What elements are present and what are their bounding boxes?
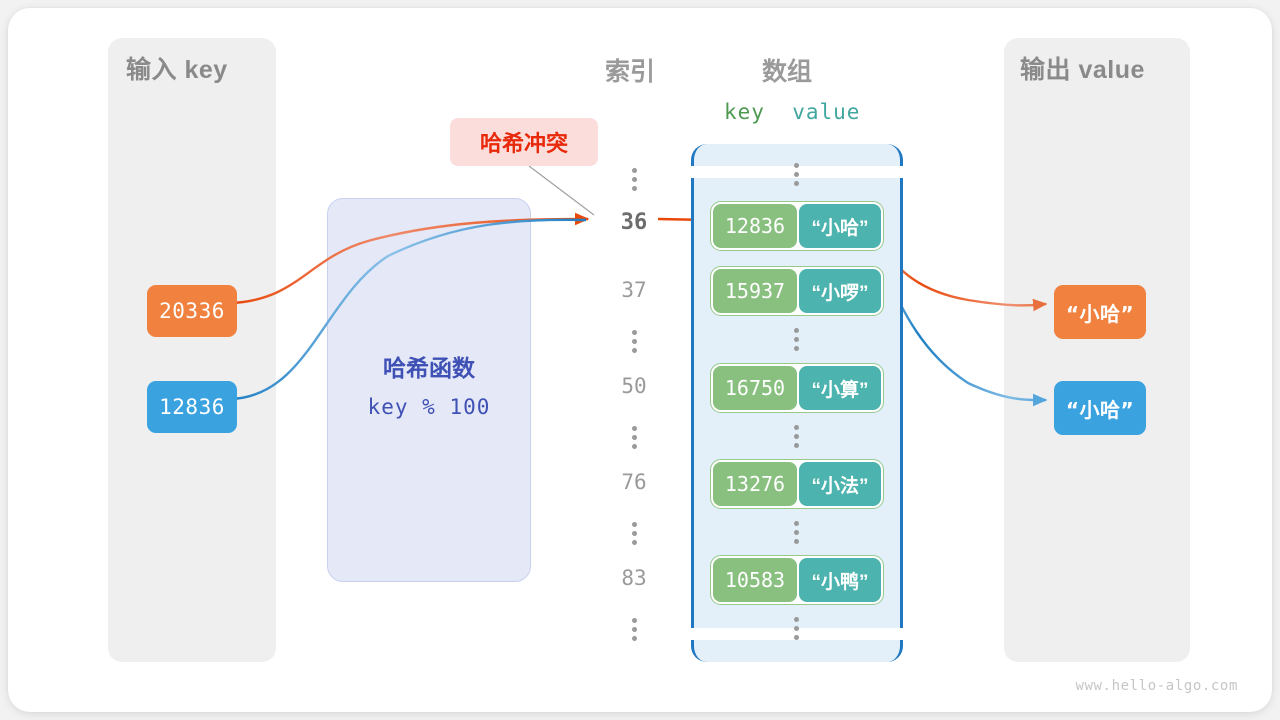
index-37[interactable]: 37: [621, 278, 647, 302]
index-76[interactable]: 76: [621, 470, 647, 494]
array-ellipsis: [766, 425, 826, 448]
array-entry-36[interactable]: 12836 “小哈”: [710, 201, 884, 251]
array-ellipsis: [766, 163, 826, 186]
index-ellipsis: [604, 168, 664, 191]
index-83[interactable]: 83: [621, 566, 647, 590]
array-ellipsis: [766, 617, 826, 640]
index-36[interactable]: 36: [620, 210, 648, 235]
input-key-0[interactable]: 20336: [147, 285, 237, 337]
entry-value: “小算”: [799, 366, 881, 410]
input-key-panel: [108, 38, 276, 662]
input-key-1[interactable]: 12836: [147, 381, 237, 433]
entry-key: 12836: [713, 204, 797, 248]
hash-collision-label: 哈希冲突: [450, 118, 598, 166]
key-value-heading: key value: [724, 100, 860, 124]
entry-key: 16750: [713, 366, 797, 410]
hash-function-box: 哈希函数 key % 100: [327, 198, 531, 582]
array-entry-37[interactable]: 15937 “小啰”: [710, 266, 884, 316]
entry-key: 15937: [713, 269, 797, 313]
diagram-card: 输入 key 输出 value 索引 数组 key value 哈希函数 key…: [8, 8, 1272, 712]
index-column: 36 37 50 76 83: [604, 148, 664, 648]
array-entry-50[interactable]: 16750 “小算”: [710, 363, 884, 413]
array-entry-76[interactable]: 13276 “小法”: [710, 459, 884, 509]
output-panel-title: 输出 value: [1020, 56, 1145, 84]
array-column-heading: 数组: [762, 58, 813, 86]
index-column-heading: 索引: [605, 58, 656, 86]
kv-heading-value: value: [792, 100, 861, 124]
index-50[interactable]: 50: [621, 374, 647, 398]
entry-key: 13276: [713, 462, 797, 506]
entry-value: “小法”: [799, 462, 881, 506]
index-ellipsis: [604, 618, 664, 641]
output-value-1[interactable]: “小哈”: [1054, 381, 1146, 435]
entry-value: “小啰”: [799, 269, 881, 313]
entry-value: “小哈”: [799, 204, 881, 248]
kv-heading-key: key: [724, 100, 765, 124]
array-ellipsis: [766, 521, 826, 544]
watermark: www.hello-algo.com: [1075, 678, 1238, 694]
input-panel-title: 输入 key: [126, 56, 228, 84]
hash-function-expression: key % 100: [367, 395, 491, 419]
array-entry-83[interactable]: 10583 “小鸭”: [710, 555, 884, 605]
index-ellipsis: [604, 330, 664, 353]
hash-function-name: 哈希函数: [383, 355, 475, 381]
output-value-0[interactable]: “小哈”: [1054, 285, 1146, 339]
entry-value: “小鸭”: [799, 558, 881, 602]
array-ellipsis: [766, 328, 826, 351]
index-ellipsis: [604, 426, 664, 449]
output-value-panel: [1004, 38, 1190, 662]
entry-key: 10583: [713, 558, 797, 602]
index-ellipsis: [604, 522, 664, 545]
